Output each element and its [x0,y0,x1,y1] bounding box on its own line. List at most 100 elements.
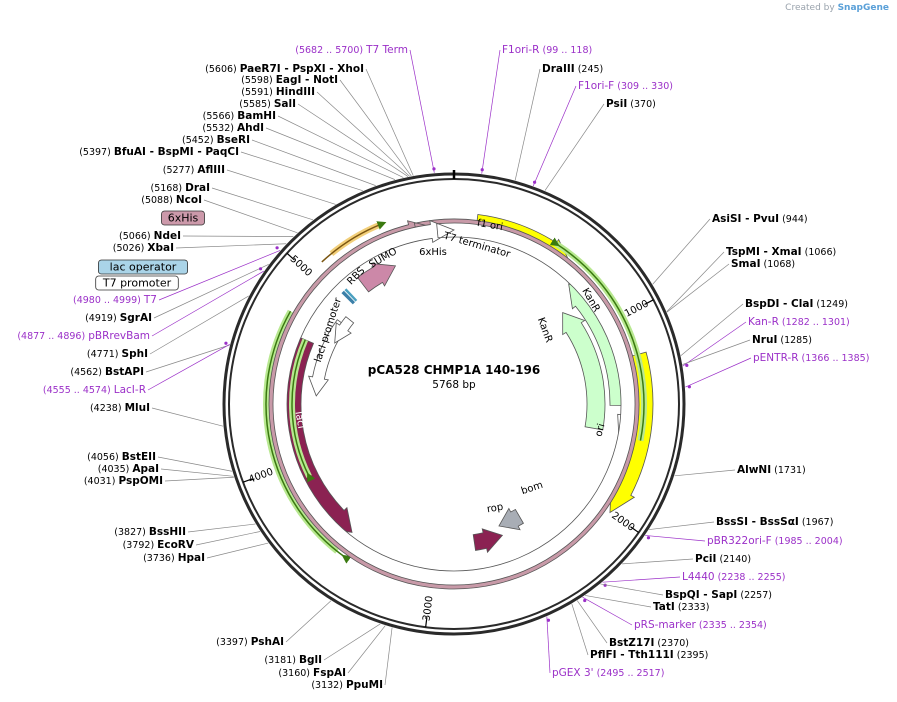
leader-t7 [158,250,281,301]
6xhis-box-box [161,210,205,226]
lac-operator-label: lac operator [110,261,177,274]
site-bsssi-bsss-i: BssSI - BssSαI (1967) [716,516,833,528]
leader-asisi-pvui [652,218,711,285]
tick-1000 [644,299,654,305]
credit-prefix: Created by [785,3,835,13]
primer-mark-pgex-3 [546,618,551,622]
site-bseri: (5452) BseRI [182,134,250,146]
leader-ncoi [203,199,298,234]
feature-kanr-inner [562,312,606,431]
feature-kanr-outer-line [549,237,645,441]
feature-small-1 [344,288,358,302]
leader-hpai [206,542,269,559]
site-drai: (5168) DraI [151,182,211,194]
feature-rop [472,528,504,554]
leader-bstapi [145,344,230,373]
leader-alwni [674,469,736,477]
tick-label-1000: 1000 [623,298,651,320]
primer-mark-pentr-r [687,385,691,389]
leader-sali [297,103,409,177]
site-bspdi-clai: BspDI - ClaI (1249) [745,298,848,310]
leader-pcii [622,558,694,565]
site-smai: SmaI (1068) [731,258,795,270]
site-prs-marker: pRS-marker (2335 .. 2354) [634,619,767,631]
site-sgrai: (4919) SgrAI [85,312,152,324]
site-apai: (4035) ApaI [98,463,159,475]
feature-label-6xhis: 6xHis [419,247,447,258]
tick-label-5000: 5000 [288,254,314,279]
site-pspomi: (4031) PspOMI [84,475,163,487]
primer-mark-pbrrevbam [258,267,263,271]
site-nrui: NruI (1285) [752,334,812,346]
site-bsteii: (4056) BstEII [87,451,156,463]
feature-laci-inner-line [291,339,316,483]
site-l4440: L4440 (2238 .. 2255) [682,571,785,583]
feature-t7-terminator [272,219,636,586]
site-bstapi: (4562) BstAPI [70,366,144,378]
feature-laci-band-line [265,310,352,564]
snapgene-credit: Created by SnapGene [785,3,889,13]
site-paer7i-pspxi-xhoi: (5606) PaeR7I - PspXI - XhoI [205,63,364,75]
site-pbr322ori-f: pBR322ori-F (1985 .. 2004) [707,535,843,547]
site-pentr-r: pENTR-R (1366 .. 1385) [753,352,869,364]
site-ndei: (5066) NdeI [119,230,181,242]
plasmid-name: pCA528 CHMP1A 140-196 [368,363,540,377]
lac-operator-box [98,259,188,275]
primer-mark-f1ori-f [533,180,537,184]
6xhis-box-label: 6xHis [168,212,199,225]
leader-drai [211,187,314,221]
site-bfuai-bspmi-paqci: (5397) BfuAI - BspMI - PaqCI [79,146,239,158]
leader-mlui [151,407,224,427]
tick-label-2000: 2000 [609,510,636,534]
site-bspqi-sapi: BspQI - SapI (2257) [665,589,772,601]
site-afliii: (5277) AflIII [163,164,225,176]
site-bamhi: (5566) BamHI [203,110,276,122]
leader-laci-r [147,343,230,391]
site-bgli: (3181) BglI [264,654,322,666]
snapgene-logo: SnapGene [837,3,889,13]
feature-label-rop: rop [486,502,504,516]
site-bstz17i: BstZ17I (2370) [609,637,689,649]
site-ppumi: (3132) PpuMI [311,679,383,691]
feature-label-f1-ori: f1 ori [476,218,504,233]
leader-bspqi-sapi [600,583,664,596]
site-f1ori-f: F1ori-F (309 .. 330) [578,80,673,92]
primer-mark-f1ori-r [480,168,484,172]
leader-pspomi [164,476,234,482]
feature-small-0 [341,290,356,305]
leader-ppumi [384,627,393,686]
leader-prs-marker [582,596,633,626]
site-hpai: (3736) HpaI [143,552,205,564]
tick-5000 [286,252,295,261]
leader-draiii [514,68,541,181]
leader-ecorv [195,531,261,546]
center-labels: pCA528 CHMP1A 140-196 5768 bp [368,363,540,391]
site-ncoi: (5088) NcoI [141,194,202,206]
site-f1ori-r: F1ori-R (99 .. 118) [502,44,592,56]
site-pbrrevbam: (4877 .. 4896) pBRrevBam [17,330,150,342]
site-bsshii: (3827) BssHII [114,526,186,538]
site-psii: PsiI (370) [606,98,656,110]
leader-tspmi-xmai [666,251,725,312]
feature-orange-line [321,221,387,263]
leader-tati [584,595,652,608]
site-t7: (4980 .. 4999) T7 [73,294,157,306]
leader-bgli [323,623,381,661]
leader-pgex-3 [546,616,551,674]
leader-bspdi-clai [680,303,744,356]
primer-mark-t7-term [432,167,436,171]
tick-4000 [242,478,253,483]
tick-label-3000: 3000 [421,595,435,622]
site-laci-r: (4555 .. 4574) LacI-R [43,384,146,396]
feature-label-bom: bom [520,480,545,497]
site-mlui: (4238) MluI [90,402,150,414]
site-pflfi-tth111i: PflFI - Tth111I (2395) [590,649,708,661]
leader-f1ori-f [532,85,577,187]
leader-pbr322ori-f [645,535,706,542]
site-kan-r: Kan-R (1282 .. 1301) [748,316,850,328]
leader-pentr-r [685,357,752,388]
leader-psii [544,103,605,191]
plasmid-length: 5768 bp [432,379,476,391]
leader-pflfi-tth111i [571,603,589,656]
